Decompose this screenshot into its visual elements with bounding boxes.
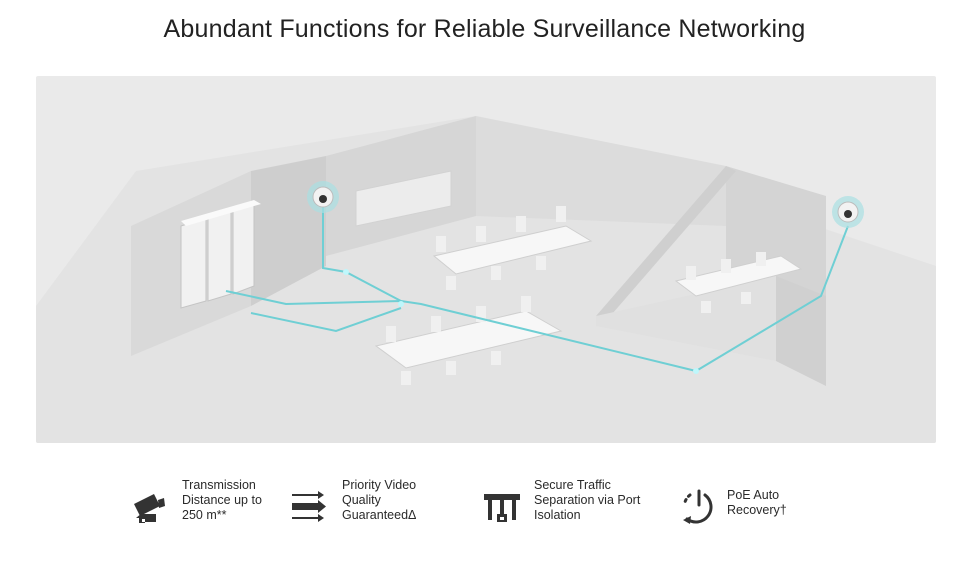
feature-port-isolation: Secure Traffic Separation via Port Isola… <box>482 478 682 538</box>
feature-label-line: 250 m** <box>182 508 227 522</box>
feature-label-line: Transmission <box>182 478 256 492</box>
feature-label-line: Recovery† <box>727 503 787 517</box>
feature-list: Transmission Distance up to 250 m** Prio… <box>130 478 850 548</box>
feature-label-line: Quality <box>342 493 381 507</box>
feature-label-line: Separation via Port <box>534 493 641 507</box>
office-network-illustration <box>36 76 936 443</box>
feature-poe-recovery: PoE Auto Recovery† <box>677 478 827 538</box>
feature-label-line: Distance up to <box>182 493 262 507</box>
poe-recovery-icon <box>677 486 719 526</box>
feature-label-line: PoE Auto <box>727 488 780 502</box>
feature-label-line: Priority Video <box>342 478 417 492</box>
feature-label-line: Secure Traffic <box>534 478 611 492</box>
feature-label-line: GuaranteedΔ <box>342 508 417 522</box>
feature-priority-video: Priority Video Quality GuaranteedΔ <box>290 478 460 538</box>
feature-transmission-distance: Transmission Distance up to 250 m** <box>130 478 280 538</box>
priority-arrows-icon <box>290 486 332 526</box>
camera-distance-icon <box>130 486 172 526</box>
feature-label-line: Isolation <box>534 508 581 522</box>
page-title: Abundant Functions for Reliable Surveill… <box>163 15 806 43</box>
port-isolation-icon <box>482 486 524 526</box>
